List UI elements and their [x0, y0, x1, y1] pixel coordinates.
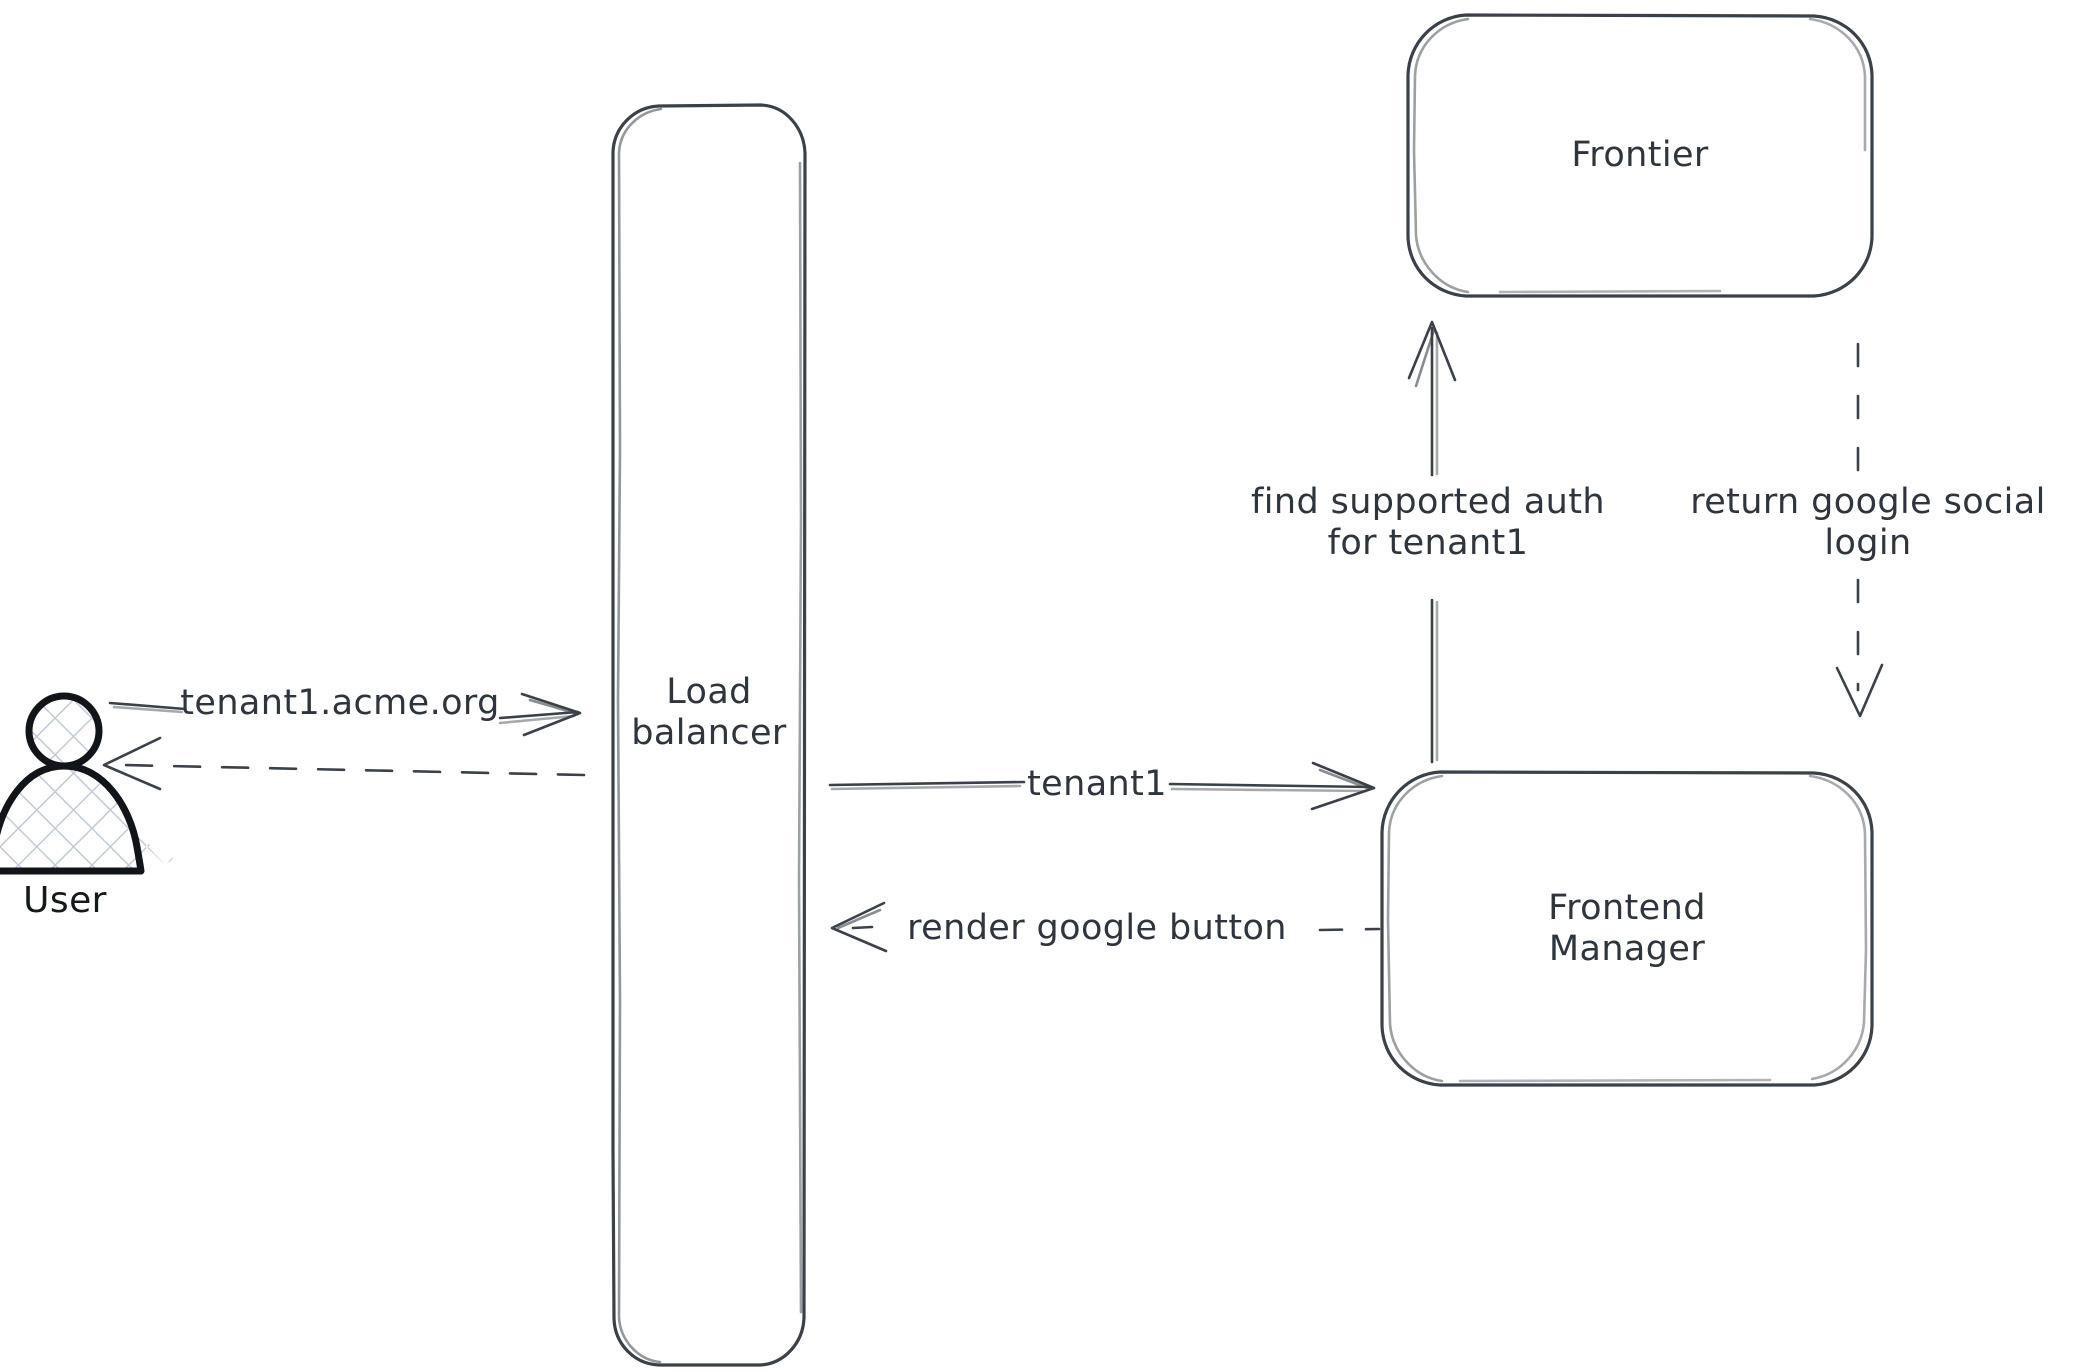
edge-load-balancer-to-user-arrow — [102, 736, 586, 791]
edge-frontier-to-frontend-manager-arrow — [1835, 342, 1884, 718]
node-load-balancer-shape[interactable] — [611, 103, 807, 1367]
node-frontier-shape[interactable] — [1406, 13, 1874, 298]
edge-load-balancer-to-frontend-manager-arrow — [828, 761, 1376, 811]
edge-frontend-manager-to-load-balancer-arrow — [830, 901, 1381, 953]
person-icon — [0, 692, 173, 875]
edge-frontend-manager-to-frontier-arrow — [1407, 320, 1457, 764]
node-frontend-manager-shape[interactable] — [1380, 770, 1874, 1087]
edge-user-to-load-balancer-arrow — [108, 692, 582, 737]
